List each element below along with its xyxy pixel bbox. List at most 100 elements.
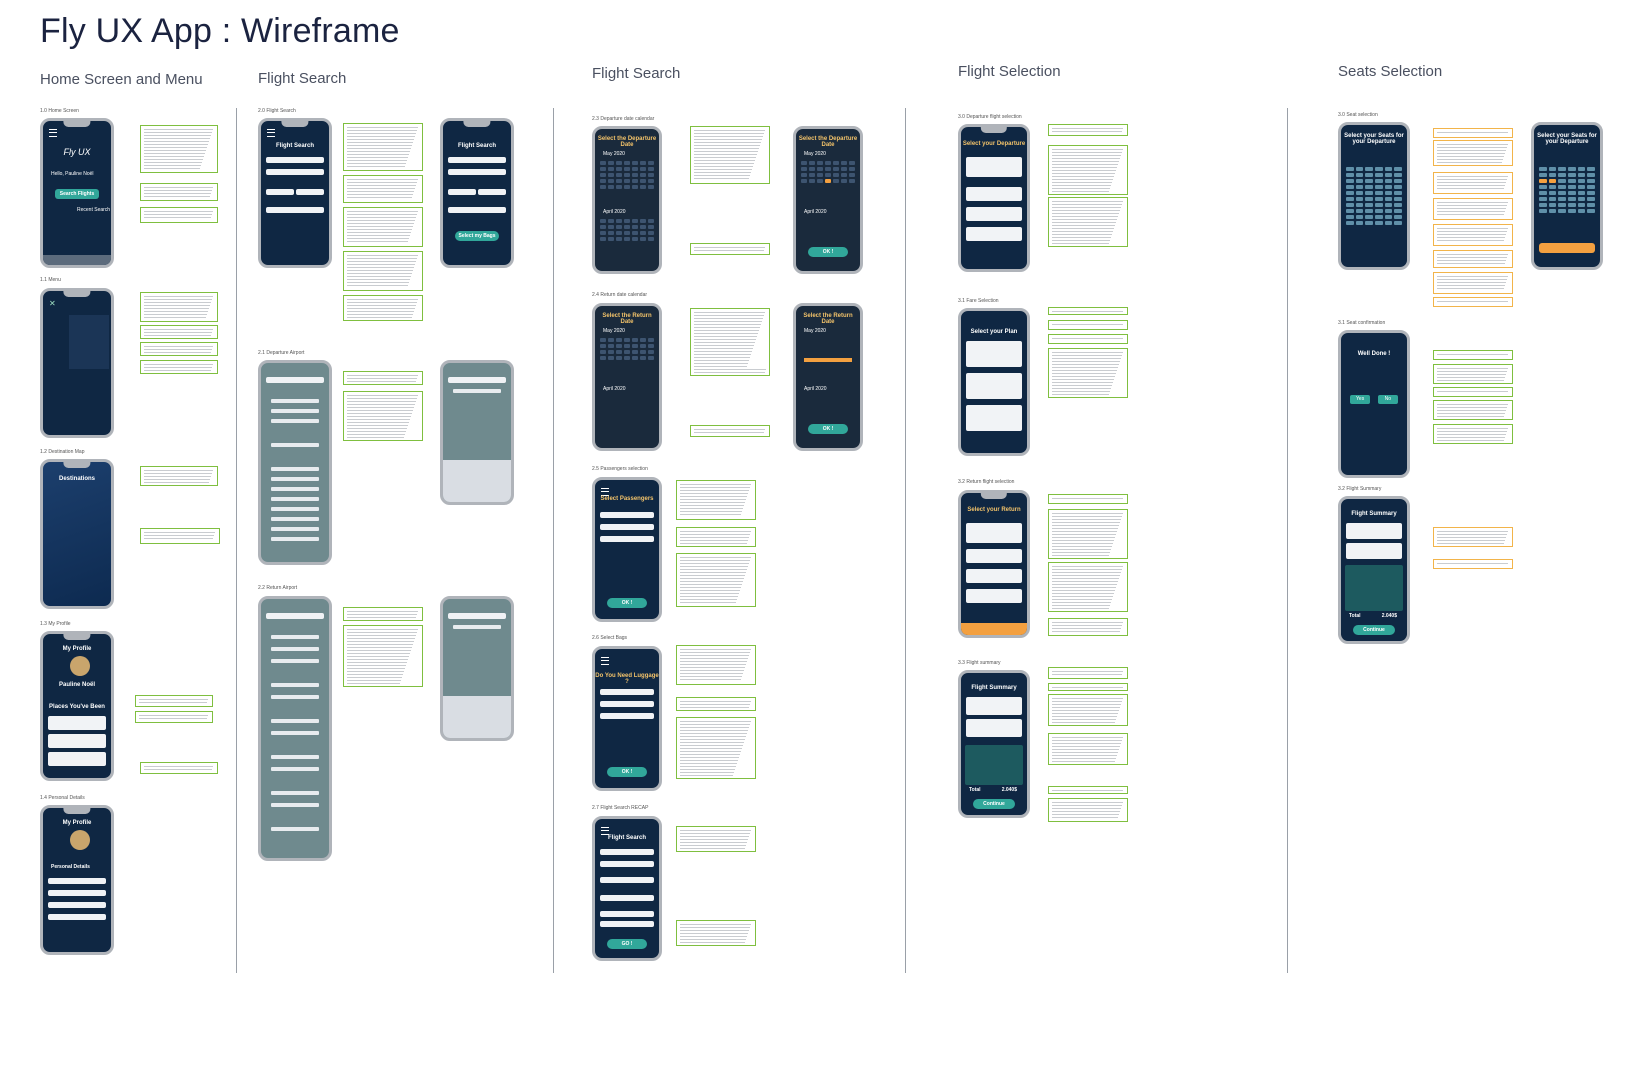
- annotation-line: [144, 168, 200, 169]
- golf-stepper[interactable]: [600, 713, 654, 719]
- calendar-grid[interactable]: [801, 161, 855, 183]
- menu-icon[interactable]: [601, 827, 609, 835]
- passengers-field[interactable]: [266, 207, 324, 213]
- list-item[interactable]: [270, 409, 320, 413]
- list-item[interactable]: [270, 827, 320, 831]
- ok-button[interactable]: OK !: [807, 424, 849, 434]
- bags-field[interactable]: [600, 911, 654, 917]
- bag-10kg-stepper[interactable]: [600, 689, 654, 695]
- menu-icon[interactable]: [49, 129, 57, 137]
- from-field[interactable]: [600, 849, 654, 855]
- no-button[interactable]: No: [1377, 395, 1398, 404]
- flight-card[interactable]: [966, 569, 1022, 583]
- passengers-field[interactable]: [448, 207, 506, 213]
- annotation-line: [1052, 631, 1120, 632]
- ok-button[interactable]: OK !: [606, 767, 648, 777]
- list-item[interactable]: [270, 731, 320, 735]
- continue-button[interactable]: Continue: [972, 799, 1016, 809]
- menu-icon[interactable]: [601, 488, 609, 496]
- ok-button[interactable]: [1539, 243, 1595, 253]
- dates-field[interactable]: [600, 877, 654, 883]
- total-price-bar[interactable]: [961, 623, 1027, 635]
- list-item[interactable]: [270, 487, 320, 491]
- fare-card-business[interactable]: [966, 373, 1022, 399]
- list-item[interactable]: [452, 625, 502, 629]
- babies-stepper[interactable]: [600, 536, 654, 542]
- keyboard[interactable]: [443, 696, 511, 738]
- seat-map[interactable]: [1539, 167, 1595, 213]
- list-item[interactable]: [270, 537, 320, 541]
- list-item[interactable]: [452, 389, 502, 393]
- list-item[interactable]: [270, 635, 320, 639]
- list-item[interactable]: [270, 527, 320, 531]
- adults-stepper[interactable]: [600, 512, 654, 518]
- date-tabs[interactable]: [966, 157, 1022, 177]
- from-field[interactable]: [266, 157, 324, 163]
- search-input[interactable]: [448, 377, 506, 383]
- menu-icon[interactable]: [601, 657, 609, 665]
- list-item[interactable]: [270, 719, 320, 723]
- list-item[interactable]: [270, 683, 320, 687]
- list-item[interactable]: [270, 497, 320, 501]
- bags-field[interactable]: [600, 921, 654, 927]
- seat-title: Select your Seats for your Departure: [1344, 133, 1404, 145]
- list-item[interactable]: [270, 419, 320, 423]
- list-item[interactable]: [270, 443, 320, 447]
- keyboard[interactable]: [443, 460, 511, 502]
- search-input[interactable]: [448, 613, 506, 619]
- search-flights-button[interactable]: Search Flights: [55, 189, 99, 199]
- departure-date-field[interactable]: [266, 189, 294, 195]
- fare-card-first[interactable]: [966, 405, 1022, 431]
- birthplace-field[interactable]: [48, 914, 106, 920]
- list-item[interactable]: [270, 791, 320, 795]
- list-item[interactable]: [270, 507, 320, 511]
- continue-button[interactable]: Continue: [1352, 625, 1396, 635]
- flight-card[interactable]: [966, 589, 1022, 603]
- calendar-grid[interactable]: [600, 219, 654, 241]
- list-item[interactable]: [270, 399, 320, 403]
- from-field[interactable]: [448, 157, 506, 163]
- dob-field[interactable]: [48, 890, 106, 896]
- list-item[interactable]: [270, 767, 320, 771]
- departure-date-field[interactable]: [448, 189, 476, 195]
- list-item[interactable]: [270, 659, 320, 663]
- flight-card[interactable]: [966, 227, 1022, 241]
- flight-card[interactable]: [966, 549, 1022, 563]
- kids-stepper[interactable]: [600, 524, 654, 530]
- list-item[interactable]: [270, 517, 320, 521]
- menu-icon[interactable]: [267, 129, 275, 137]
- yes-button[interactable]: Yes: [1350, 395, 1371, 404]
- flight-card[interactable]: [966, 207, 1022, 221]
- date-tabs[interactable]: [966, 523, 1022, 543]
- list-item[interactable]: [270, 755, 320, 759]
- return-date-field[interactable]: [478, 189, 506, 195]
- ok-button[interactable]: OK !: [807, 247, 849, 257]
- list-item[interactable]: [270, 467, 320, 471]
- recent-search[interactable]: Recent Search: [77, 207, 111, 213]
- fare-card-economy[interactable]: [966, 341, 1022, 367]
- search-input[interactable]: [266, 613, 324, 619]
- list-item[interactable]: [270, 803, 320, 807]
- to-field[interactable]: [448, 169, 506, 175]
- ok-button[interactable]: OK !: [606, 598, 648, 608]
- search-input[interactable]: [266, 377, 324, 383]
- list-item[interactable]: [270, 647, 320, 651]
- seat-map[interactable]: [1346, 167, 1402, 225]
- calendar-grid[interactable]: [600, 161, 654, 189]
- go-button[interactable]: GO !: [606, 939, 648, 949]
- name-field[interactable]: [48, 878, 106, 884]
- to-field[interactable]: [266, 169, 324, 175]
- list-item[interactable]: [270, 695, 320, 699]
- close-icon[interactable]: ✕: [49, 299, 56, 308]
- bag-20kg-stepper[interactable]: [600, 701, 654, 707]
- select-bags-button[interactable]: Select my Bags: [455, 231, 499, 241]
- annotation-line: [1052, 355, 1122, 356]
- to-field[interactable]: [600, 861, 654, 867]
- passport-field[interactable]: [48, 902, 106, 908]
- return-date-field[interactable]: [296, 189, 324, 195]
- passengers-field[interactable]: [600, 895, 654, 901]
- annotation-line: [1052, 324, 1123, 325]
- flight-card[interactable]: [966, 187, 1022, 201]
- calendar-grid[interactable]: [600, 338, 654, 360]
- list-item[interactable]: [270, 477, 320, 481]
